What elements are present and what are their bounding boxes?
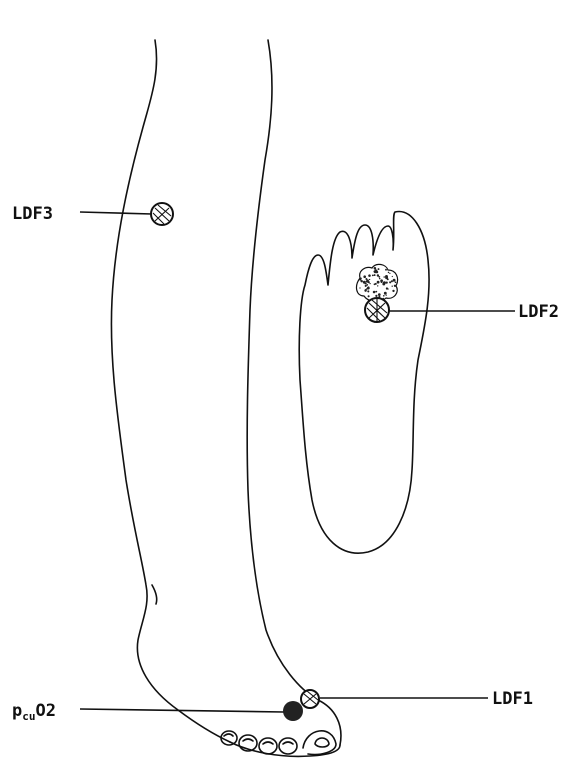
lesion-stipple-dot xyxy=(394,285,396,287)
lesion-stipple-dot xyxy=(395,281,397,283)
leg-back-contour xyxy=(111,40,230,742)
lesion-stipple-dot xyxy=(386,282,388,284)
lesion-stipple-dot xyxy=(380,279,383,282)
ldf1-probe: LDF1 xyxy=(301,689,533,709)
lesion-stipple-dot xyxy=(388,272,390,274)
lesion-stipple-dot xyxy=(386,295,387,296)
lesion-stipple-dot xyxy=(378,293,381,296)
ldf3-label: LDF3 xyxy=(12,204,53,224)
lesion-stipple-dot xyxy=(378,268,380,270)
lesion-stipple-dot xyxy=(373,291,376,294)
lesion-patch xyxy=(357,264,398,301)
sole-contour xyxy=(299,212,429,554)
lesion-stipple-dot xyxy=(367,290,369,292)
toe-4 xyxy=(279,738,297,754)
toenail-1 xyxy=(224,734,233,736)
lesion-stipple-dot xyxy=(393,279,396,282)
pcuo2-electrode: pcuO2 xyxy=(12,701,303,723)
lesion-stipple-dot xyxy=(379,278,380,279)
lesion-stipple-dot xyxy=(374,283,376,285)
lesion-stipple-dot xyxy=(359,287,360,288)
lesion-stipple-dot xyxy=(374,267,377,270)
lesion-stipple-dot xyxy=(375,291,377,293)
lesion-stipple-dot xyxy=(389,273,390,274)
lesion-stipple-dot xyxy=(368,274,371,277)
lesion-stipple-dot xyxy=(383,276,385,278)
lesion-stipple-dot xyxy=(392,276,393,277)
lesion-stipple-dot xyxy=(368,295,370,297)
big-toe xyxy=(303,731,336,755)
pcuo2-label-tail: O2 xyxy=(36,701,56,721)
lesion-stipple-dot xyxy=(366,284,368,286)
lesion-stipple-dot xyxy=(367,287,370,290)
lesion-stipple-dot xyxy=(359,278,361,280)
ldf3-leader xyxy=(80,212,152,214)
lesion-stipple-dot xyxy=(385,276,388,279)
lesion-stipple-dot xyxy=(363,275,366,278)
ldf2-label: LDF2 xyxy=(518,302,559,322)
lesion-stipple-dot xyxy=(385,269,387,271)
toenail-3 xyxy=(263,742,273,744)
lesion-stipple-dot xyxy=(377,281,380,284)
ldf1-label: LDF1 xyxy=(492,689,533,709)
ankle-crease xyxy=(152,585,157,604)
lesion-stipple-dot xyxy=(383,281,386,284)
lesion-stipple-dot xyxy=(365,283,367,285)
leg-outline xyxy=(111,40,341,756)
lesion-stipple-dot xyxy=(377,285,378,286)
pcuo2-label-sub: cu xyxy=(22,710,35,723)
lesion-stipple-dot xyxy=(386,287,388,289)
lesion-stipple-dot xyxy=(374,274,376,276)
pcuo2-label-main: p xyxy=(12,701,22,721)
leg-front-contour xyxy=(247,40,341,745)
lesion-stipple-dot xyxy=(378,276,380,278)
lesion-stipple-dot xyxy=(374,270,377,273)
ldf2-probe: LDF2 xyxy=(365,298,559,322)
big-toenail xyxy=(315,738,329,747)
lesion-stipple-dot xyxy=(369,279,370,280)
lesion-stipple-dot xyxy=(383,295,385,297)
lesion-stipple-dot xyxy=(375,295,377,297)
pcuo2-label: pcuO2 xyxy=(12,701,56,723)
lesion-stipple-dot xyxy=(389,281,390,282)
lesion-stipple-dot xyxy=(392,290,394,292)
ldf3-probe: LDF3 xyxy=(12,203,173,225)
lesion-stipple-dot xyxy=(369,283,370,284)
lesion-stipple-dot xyxy=(392,286,393,287)
lesion-stipple-dot xyxy=(384,292,387,295)
pcuo2-electrode-icon xyxy=(283,701,303,721)
lesion-stipple-dot xyxy=(372,275,374,277)
lesion-stipple-dot xyxy=(367,282,368,283)
toes-side xyxy=(221,731,336,755)
toenail-4 xyxy=(283,742,293,744)
pcuo2-leader xyxy=(80,709,284,712)
lesion-stipple-dot xyxy=(391,280,393,282)
toe-3 xyxy=(259,738,277,754)
sole-outline xyxy=(299,212,429,554)
toenail-2 xyxy=(243,739,253,741)
lesion-stipple-dot xyxy=(365,278,367,280)
